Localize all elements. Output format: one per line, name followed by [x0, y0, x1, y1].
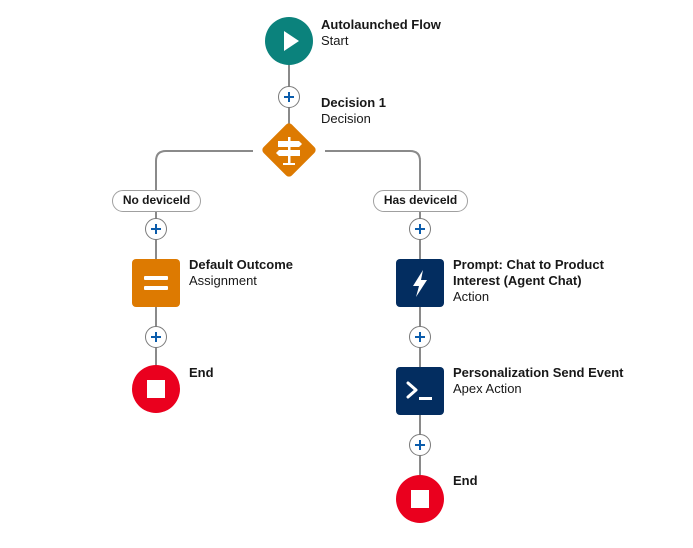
- start-node-label: Autolaunched Flow Start: [321, 17, 441, 49]
- start-node-title: Autolaunched Flow: [321, 17, 441, 32]
- assignment-equals-icon: [144, 276, 168, 290]
- outcome-has-deviceid[interactable]: Has deviceId: [373, 190, 468, 212]
- connector-decision-left: [155, 150, 253, 190]
- apex-action-title: Personalization Send Event: [453, 365, 624, 380]
- right-end-node[interactable]: [396, 475, 444, 523]
- right-end-title: End: [453, 473, 478, 488]
- plus-icon: [284, 92, 294, 102]
- add-element-button[interactable]: [409, 326, 431, 348]
- assignment-node-title: Default Outcome: [189, 257, 294, 272]
- left-end-label: End: [189, 365, 214, 381]
- apex-action-node[interactable]: [396, 367, 444, 415]
- decision-node-label: Decision 1 Decision: [321, 95, 386, 127]
- add-element-button[interactable]: [145, 326, 167, 348]
- decision-signpost-icon: [276, 137, 302, 165]
- decision-node[interactable]: [255, 116, 323, 184]
- start-node[interactable]: [265, 17, 313, 65]
- stop-icon: [147, 380, 165, 398]
- terminal-prompt-icon: [406, 381, 432, 400]
- stop-icon: [411, 490, 429, 508]
- prompt-action-subtitle: Action: [453, 289, 490, 304]
- left-end-title: End: [189, 365, 214, 380]
- add-element-button[interactable]: [409, 434, 431, 456]
- plus-icon: [151, 224, 161, 234]
- add-element-button[interactable]: [145, 218, 167, 240]
- prompt-action-title-line2: Interest (Agent Chat): [453, 273, 582, 288]
- add-element-button[interactable]: [278, 86, 300, 108]
- assignment-node[interactable]: [132, 259, 180, 307]
- left-end-node[interactable]: [132, 365, 180, 413]
- prompt-action-label: Prompt: Chat to Product Interest (Agent …: [453, 257, 604, 305]
- apex-action-label: Personalization Send Event Apex Action: [453, 365, 624, 397]
- add-element-button[interactable]: [409, 218, 431, 240]
- assignment-node-label: Default Outcome Assignment: [189, 257, 293, 289]
- prompt-action-title-line1: Prompt: Chat to Product: [453, 257, 604, 272]
- assignment-node-subtitle: Assignment: [189, 273, 257, 288]
- outcome-no-deviceid[interactable]: No deviceId: [112, 190, 201, 212]
- connector-decision-right: [325, 150, 421, 190]
- decision-node-subtitle: Decision: [321, 111, 371, 126]
- plus-icon: [415, 440, 425, 450]
- start-node-subtitle: Start: [321, 33, 349, 48]
- play-icon: [284, 31, 299, 51]
- decision-node-title: Decision 1: [321, 95, 387, 110]
- plus-icon: [415, 224, 425, 234]
- apex-action-subtitle: Apex Action: [453, 381, 522, 396]
- plus-icon: [415, 332, 425, 342]
- plus-icon: [151, 332, 161, 342]
- prompt-action-node[interactable]: [396, 259, 444, 307]
- lightning-bolt-icon: [413, 270, 427, 297]
- right-end-label: End: [453, 473, 478, 489]
